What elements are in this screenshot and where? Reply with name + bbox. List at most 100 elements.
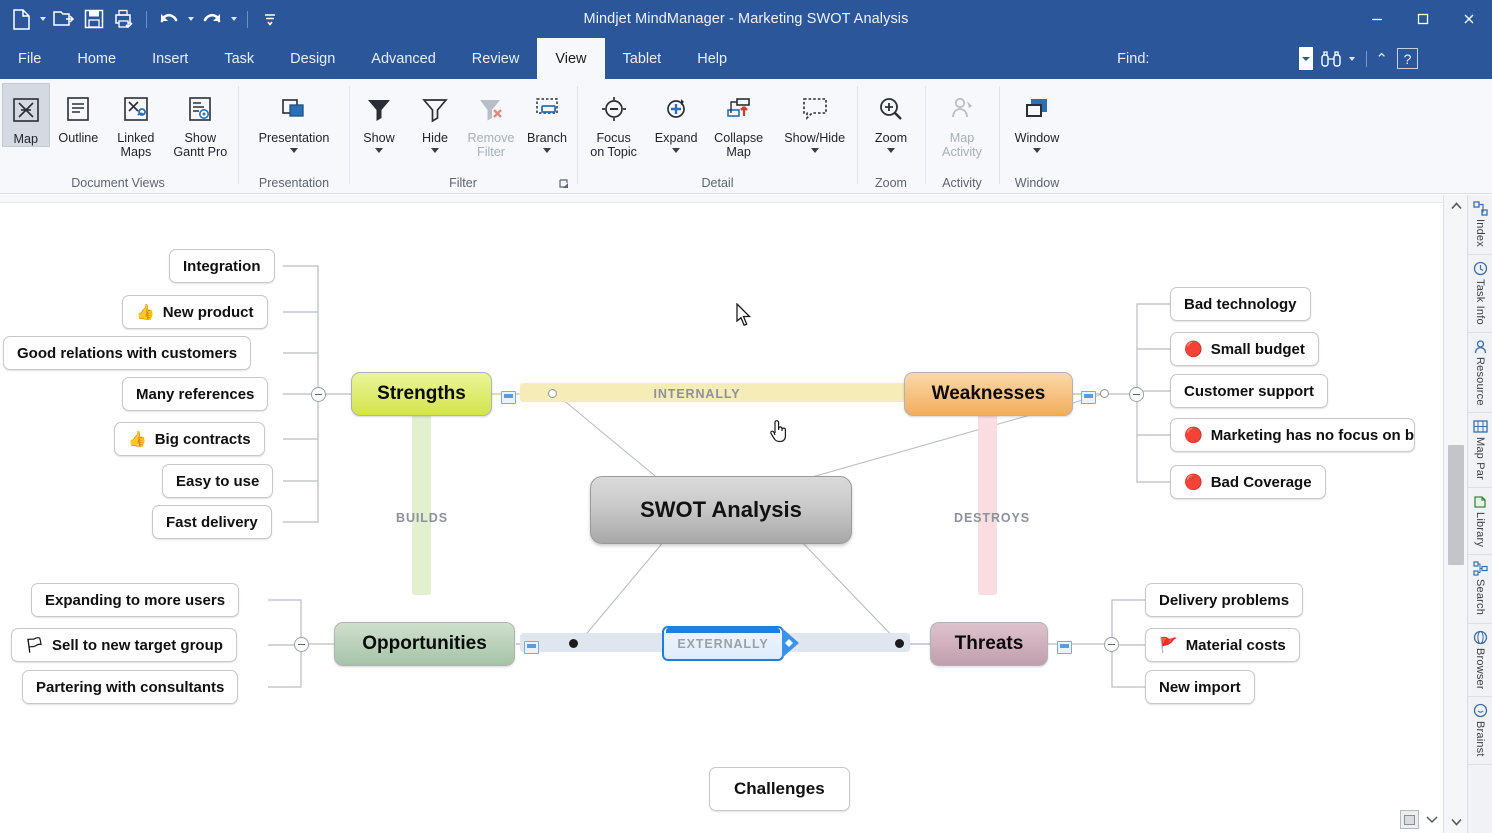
topic-new-import[interactable]: New import bbox=[1145, 670, 1255, 704]
note-icon[interactable] bbox=[1057, 641, 1072, 654]
ribbon-button-window[interactable]: Window bbox=[1008, 83, 1066, 154]
ribbon-button-expand[interactable]: Expand bbox=[648, 83, 704, 154]
scroll-up-button[interactable] bbox=[1444, 195, 1468, 217]
sidebar-item-map-parts[interactable]: Map Par bbox=[1467, 413, 1492, 489]
note-icon[interactable] bbox=[501, 391, 516, 404]
minimize-button[interactable] bbox=[1354, 0, 1400, 38]
central-topic[interactable]: SWOT Analysis bbox=[590, 476, 852, 544]
topic-material-costs[interactable]: 🚩 Material costs bbox=[1145, 628, 1300, 662]
ribbon-button-focus-on-topic[interactable]: Focus on Topic bbox=[579, 83, 648, 159]
note-icon[interactable] bbox=[524, 641, 539, 654]
window-caret-icon[interactable] bbox=[1033, 148, 1041, 154]
customize-quick-access-button[interactable] bbox=[255, 4, 285, 34]
sidebar-item-browser[interactable]: Browser bbox=[1467, 624, 1492, 698]
tab-help[interactable]: Help bbox=[697, 50, 728, 67]
topic-small-budget[interactable]: 🔴 Small budget bbox=[1170, 332, 1319, 366]
maximize-button[interactable] bbox=[1400, 0, 1446, 38]
topic-bad-technology[interactable]: Bad technology bbox=[1170, 287, 1311, 321]
hide-filter-caret-icon[interactable] bbox=[431, 148, 439, 154]
topic-many-references[interactable]: Many references bbox=[122, 377, 269, 411]
floating-topic-challenges[interactable]: Challenges bbox=[709, 767, 850, 811]
topic-easy-to-use[interactable]: Easy to use bbox=[162, 464, 274, 498]
presentation-caret-icon[interactable] bbox=[290, 148, 298, 154]
topic-expanding-to-more-users[interactable]: Expanding to more users bbox=[31, 583, 240, 617]
sidebar-item-search[interactable]: Search bbox=[1467, 555, 1492, 624]
show-filter-caret-icon[interactable] bbox=[375, 148, 383, 154]
ribbon-button-map[interactable]: Map bbox=[2, 83, 50, 148]
status-dropdown-icon[interactable] bbox=[1426, 815, 1438, 824]
fit-map-button[interactable] bbox=[1400, 810, 1419, 829]
find-input[interactable] bbox=[1299, 47, 1314, 70]
ribbon-button-collapse-map[interactable]: Collapse Map bbox=[704, 83, 773, 159]
collapse-toggle-threats[interactable] bbox=[1104, 637, 1119, 652]
tab-home[interactable]: Home bbox=[77, 50, 117, 67]
find-options-caret[interactable] bbox=[1346, 43, 1358, 75]
connector-handle[interactable] bbox=[1100, 389, 1109, 398]
expand-caret-icon[interactable] bbox=[672, 148, 681, 154]
builds-label[interactable]: BUILDS bbox=[396, 510, 448, 525]
ribbon-button-hide-filter[interactable]: Hide bbox=[407, 83, 463, 154]
scroll-down-button[interactable] bbox=[1444, 811, 1468, 833]
note-icon[interactable] bbox=[1081, 391, 1096, 404]
collapse-toggle-strengths[interactable] bbox=[311, 387, 326, 402]
topic-new-product[interactable]: 👍 New product bbox=[122, 295, 268, 329]
ribbon-button-show-filter[interactable]: Show bbox=[351, 83, 407, 154]
main-topic-opportunities[interactable]: Opportunities bbox=[334, 622, 515, 666]
topic-bad-coverage[interactable]: 🔴 Bad Coverage bbox=[1170, 465, 1326, 499]
connector-handle[interactable] bbox=[548, 389, 557, 398]
ribbon-button-linked-maps[interactable]: Linked Maps bbox=[107, 83, 165, 159]
print-preview-button[interactable] bbox=[109, 4, 139, 34]
open-document-button[interactable] bbox=[49, 4, 79, 34]
canvas-vertical-scrollbar[interactable] bbox=[1443, 195, 1468, 833]
tab-insert[interactable]: Insert bbox=[152, 50, 189, 67]
show-hide-caret-icon[interactable] bbox=[810, 148, 819, 154]
tab-view[interactable]: View bbox=[537, 38, 605, 79]
topic-partering-with-consultants[interactable]: Partering with consultants bbox=[22, 670, 239, 704]
destroys-label[interactable]: DESTROYS bbox=[954, 510, 1030, 525]
sidebar-item-task-info[interactable]: Task Info bbox=[1467, 255, 1492, 333]
topic-good-relations-with-customers[interactable]: Good relations with customers bbox=[3, 336, 252, 370]
tab-tablet[interactable]: Tablet bbox=[622, 50, 662, 67]
collapse-toggle-weaknesses[interactable] bbox=[1129, 387, 1144, 402]
main-topic-strengths[interactable]: Strengths bbox=[351, 372, 492, 416]
tab-advanced[interactable]: Advanced bbox=[371, 50, 436, 67]
topic-marketing-has-no-focus[interactable]: 🔴 Marketing has no focus on b bbox=[1170, 418, 1416, 452]
sidebar-item-brainstorm[interactable]: Brainst bbox=[1467, 697, 1492, 765]
scrollbar-thumb[interactable] bbox=[1448, 445, 1464, 565]
zoom-caret-icon[interactable] bbox=[887, 148, 895, 154]
map-canvas[interactable]: INTERNALLY BUILDS DESTROYS EXTERNALLY SW… bbox=[0, 195, 1443, 833]
tab-design[interactable]: Design bbox=[290, 50, 336, 67]
topic-delivery-problems[interactable]: Delivery problems bbox=[1145, 583, 1304, 617]
save-document-button[interactable] bbox=[79, 4, 109, 34]
ribbon-button-outline[interactable]: Outline bbox=[50, 83, 108, 145]
topic-fast-delivery[interactable]: Fast delivery bbox=[152, 505, 272, 539]
externally-arrow-icon[interactable] bbox=[782, 628, 799, 658]
main-topic-weaknesses[interactable]: Weaknesses bbox=[904, 372, 1073, 416]
collapse-toggle-opportunities[interactable] bbox=[294, 637, 309, 652]
redo-button[interactable] bbox=[197, 4, 227, 34]
tab-file[interactable]: File bbox=[18, 50, 42, 67]
collapse-ribbon-icon[interactable]: ⌃ bbox=[1375, 50, 1388, 68]
binoculars-icon[interactable] bbox=[1316, 43, 1346, 75]
ribbon-button-zoom[interactable]: Zoom bbox=[862, 83, 920, 154]
sidebar-item-resource[interactable]: Resource bbox=[1467, 333, 1492, 414]
main-topic-threats[interactable]: Threats bbox=[930, 622, 1048, 666]
filter-dialog-launcher-icon[interactable] bbox=[559, 178, 571, 190]
ribbon-button-show-gantt-pro[interactable]: Show Gantt Pro bbox=[165, 83, 236, 159]
ribbon-button-branch-filter[interactable]: Branch bbox=[519, 83, 575, 154]
topic-big-contracts[interactable]: 👍 Big contracts bbox=[114, 422, 265, 456]
externally-label[interactable]: EXTERNALLY bbox=[662, 626, 784, 661]
help-button[interactable]: ? bbox=[1397, 48, 1418, 69]
ribbon-button-map-activity[interactable]: Map Activity bbox=[927, 83, 997, 159]
topic-sell-to-new-target-group[interactable]: 🏳 Sell to new target group bbox=[11, 628, 237, 662]
topic-customer-support[interactable]: Customer support bbox=[1170, 374, 1329, 408]
sidebar-item-library[interactable]: Library bbox=[1467, 488, 1492, 556]
undo-button[interactable] bbox=[154, 4, 184, 34]
ribbon-button-presentation[interactable]: Presentation bbox=[242, 83, 346, 154]
new-document-button[interactable] bbox=[6, 4, 36, 34]
internally-label[interactable]: INTERNALLY bbox=[653, 386, 741, 401]
branch-caret-icon[interactable] bbox=[543, 148, 551, 154]
close-button[interactable] bbox=[1446, 0, 1492, 38]
sidebar-item-index[interactable]: Index bbox=[1467, 195, 1492, 255]
ribbon-button-show-hide[interactable]: Show/Hide bbox=[773, 83, 856, 154]
